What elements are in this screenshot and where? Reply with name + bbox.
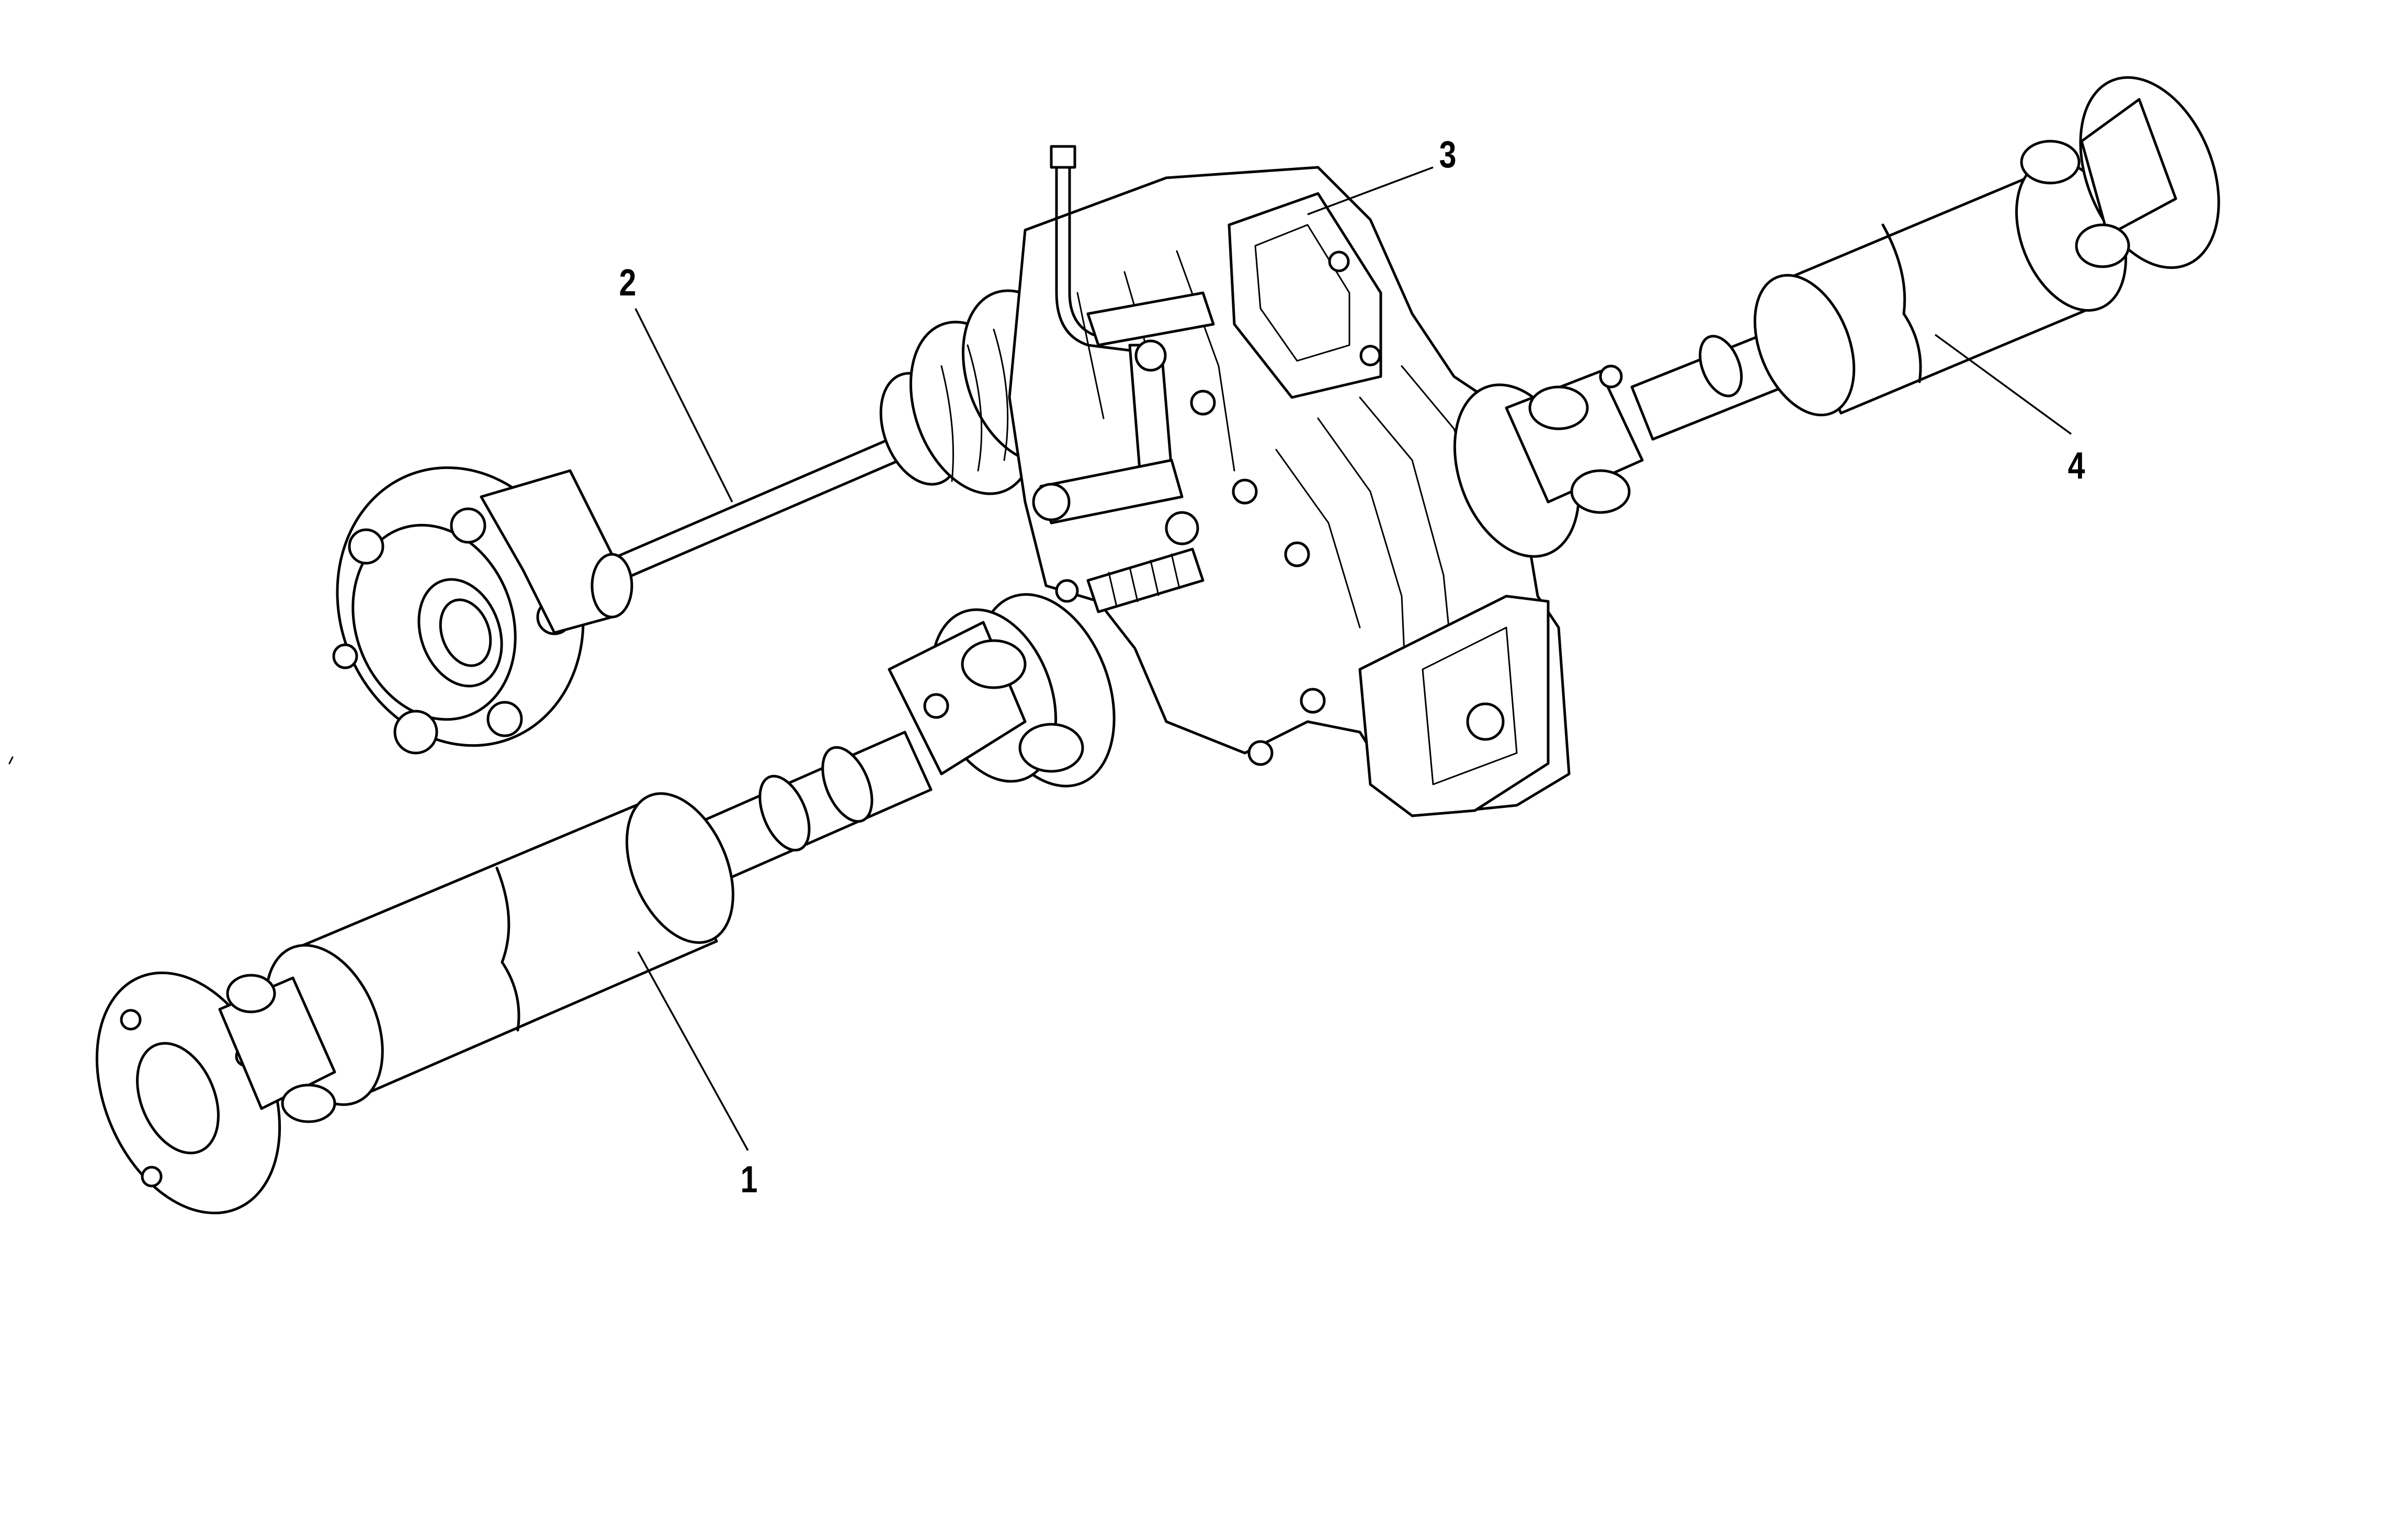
label-3: 3 [1439,134,1457,176]
leader-lines [634,166,2072,1151]
leader-line-3 [1307,166,1434,215]
leader-line-2 [634,308,733,503]
front-propeller-shaft [1453,76,2220,558]
label-2: 2 [619,262,637,304]
stray-mark [8,756,14,765]
leader-line-1 [637,951,749,1151]
transfer-gearbox [1008,145,1571,817]
rear-propeller-shaft [95,593,1116,1215]
leader-line-4 [1934,334,2072,435]
label-4: 4 [2068,445,2085,487]
label-1: 1 [740,1159,758,1201]
